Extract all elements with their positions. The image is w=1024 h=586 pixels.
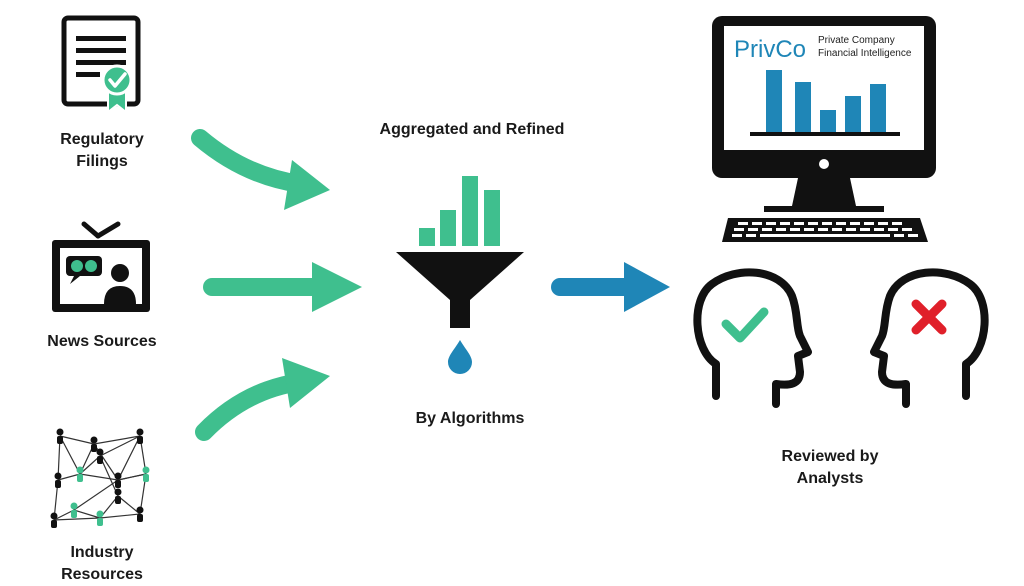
arrow-regulatory-to-funnel	[191, 129, 330, 210]
keyboard-icon	[722, 218, 928, 242]
reviewed-label-line2: Analysts	[796, 470, 864, 487]
tagline-line2: Financial Intelligence	[818, 48, 912, 59]
industry-label-line2: Resources	[61, 566, 143, 583]
arrow-news-to-funnel	[203, 262, 362, 312]
network-nodes	[50, 428, 150, 528]
tagline-line1: Private Company	[818, 35, 895, 46]
algorithms-label: By Algorithms	[415, 410, 525, 427]
head-check-icon	[693, 268, 812, 408]
arrow-industry-to-funnel	[195, 358, 330, 441]
regulatory-label-line2: Filings	[76, 153, 128, 170]
industry-resources-label: Industry Resources	[40, 542, 164, 586]
tv-icon	[52, 221, 150, 312]
privco-logo: PrivCo	[734, 36, 806, 63]
regulatory-filings-label: Regulatory Filings	[40, 129, 164, 173]
reviewed-label-line1: Reviewed by	[781, 448, 879, 465]
reviewed-by-analysts-label: Reviewed by Analysts	[760, 446, 900, 490]
industry-label-line1: Industry	[70, 544, 134, 561]
monitor-bar-chart	[750, 70, 900, 136]
aggregated-label: Aggregated and Refined	[379, 121, 565, 138]
news-sources-label: News Sources	[47, 333, 157, 350]
funnel-icon	[396, 176, 524, 374]
head-x-icon	[870, 268, 989, 408]
computer-icon	[712, 16, 936, 212]
arrow-funnel-to-review	[551, 262, 670, 312]
regulatory-label-line1: Regulatory	[60, 131, 144, 148]
certificate-icon	[61, 15, 141, 115]
